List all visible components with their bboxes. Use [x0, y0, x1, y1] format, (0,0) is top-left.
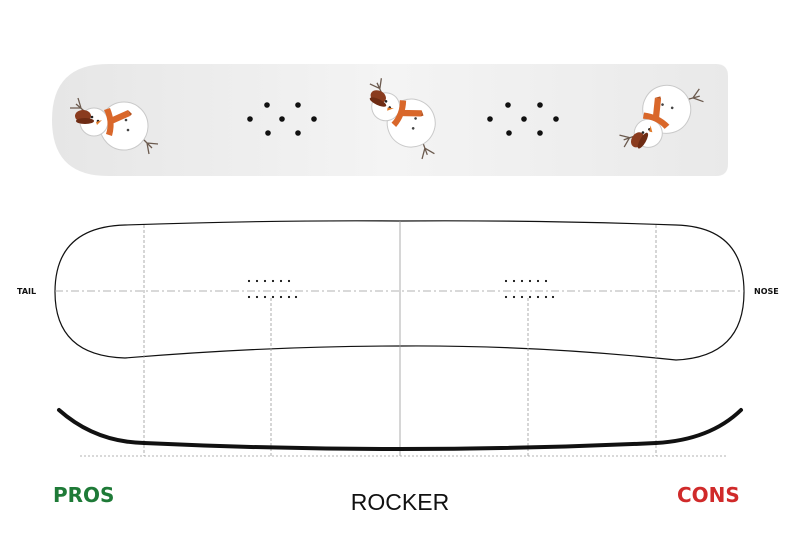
rocker-profile-view: [57, 408, 743, 457]
rocker-profile-curve: [57, 408, 743, 451]
insert-holes-front: [504, 279, 555, 299]
nose-label: NOSE: [754, 287, 779, 296]
tail-label: TAIL: [17, 287, 36, 296]
cons-label: CONS: [677, 483, 740, 507]
board-graphic: [52, 64, 728, 176]
profile-type-label: ROCKER: [351, 489, 449, 515]
board-outline: [54, 220, 745, 361]
reference-lines: [143, 221, 657, 456]
insert-holes-rear: [247, 279, 298, 299]
board-outline-view: TAIL NOSE: [17, 220, 779, 456]
pros-label: PROS: [53, 483, 114, 507]
insert-pattern-front: [487, 102, 559, 136]
insert-pattern-rear: [247, 102, 317, 136]
